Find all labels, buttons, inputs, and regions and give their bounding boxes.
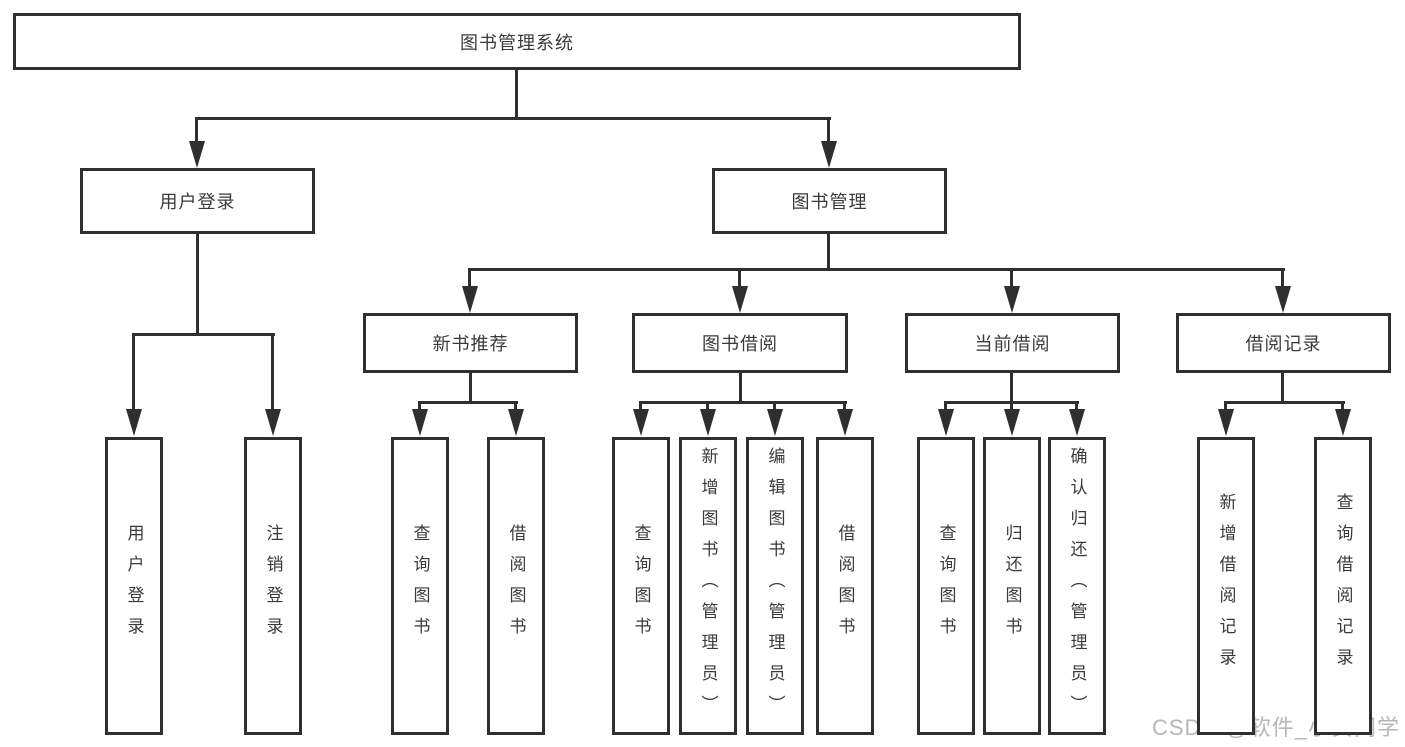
node-user-login-group: 用户登录 [80, 168, 315, 234]
node-borrowing-records: 借阅记录 [1176, 313, 1391, 373]
node-label: 当前借阅 [974, 334, 1051, 354]
arrow-down-icon [265, 409, 281, 436]
node-label: 用户登录 [124, 524, 144, 648]
node-borrow-books-borrowing: 借阅图书 [816, 437, 874, 735]
node-label: 借阅图书 [835, 524, 855, 648]
connector-line [773, 401, 776, 412]
node-label: 确认归还（管理员） [1067, 446, 1087, 726]
connector-line [515, 70, 518, 119]
arrow-down-icon [938, 409, 954, 436]
node-new-book-recommend: 新书推荐 [363, 313, 578, 373]
arrow-down-icon [508, 409, 524, 436]
connector-line [843, 401, 846, 412]
node-confirm-return-admin: 确认归还（管理员） [1048, 437, 1106, 735]
connector-line [1224, 401, 1227, 412]
arrow-down-icon [189, 141, 205, 168]
connector-line [418, 401, 518, 404]
node-add-borrow-record: 新增借阅记录 [1197, 437, 1255, 735]
node-label: 查询借阅记录 [1333, 493, 1353, 679]
arrow-down-icon [837, 409, 853, 436]
arrow-down-icon [1275, 286, 1291, 313]
node-root: 图书管理系统 [13, 13, 1021, 70]
node-label: 查询图书 [410, 524, 430, 648]
connector-line [1341, 401, 1344, 412]
connector-line [469, 373, 472, 404]
connector-line [1010, 401, 1013, 412]
arrow-down-icon [1004, 409, 1020, 436]
node-label: 图书借阅 [702, 334, 778, 354]
connector-line [132, 333, 135, 412]
node-user-login: 用户登录 [105, 437, 163, 735]
connector-line [827, 233, 830, 271]
connector-line [1010, 268, 1013, 289]
node-label: 借阅记录 [1245, 334, 1322, 354]
node-logout: 注销登录 [244, 437, 302, 735]
connector-line [1010, 373, 1013, 404]
arrow-down-icon [1069, 409, 1085, 436]
connector-line [468, 268, 471, 289]
connector-line [1281, 373, 1284, 404]
connector-line [639, 401, 642, 412]
node-label: 查询图书 [936, 524, 956, 648]
node-borrow-books-recommend: 借阅图书 [487, 437, 545, 735]
node-query-books-borrowing: 查询图书 [612, 437, 670, 735]
connector-line [706, 401, 709, 412]
node-label: 图书管理 [791, 192, 868, 212]
node-book-management-group: 图书管理 [712, 168, 947, 234]
arrow-down-icon [633, 409, 649, 436]
node-book-borrowing: 图书借阅 [632, 313, 848, 373]
node-current-borrowing: 当前借阅 [905, 313, 1120, 373]
connector-line [196, 233, 199, 336]
node-label: 归还图书 [1002, 524, 1022, 648]
connector-line [468, 268, 1285, 271]
node-add-books-admin: 新增图书（管理员） [679, 437, 737, 735]
node-edit-books-admin: 编辑图书（管理员） [746, 437, 804, 735]
arrow-down-icon [700, 409, 716, 436]
arrow-down-icon [462, 286, 478, 313]
connector-line [639, 401, 847, 404]
node-label: 新增图书（管理员） [698, 446, 718, 726]
connector-line [1075, 401, 1078, 412]
node-query-borrow-record: 查询借阅记录 [1314, 437, 1372, 735]
connector-line [132, 333, 275, 336]
node-label: 用户登录 [159, 192, 236, 212]
arrow-down-icon [767, 409, 783, 436]
arrow-down-icon [1218, 409, 1234, 436]
connector-line [1224, 401, 1345, 404]
connector-line [827, 117, 830, 143]
node-return-books: 归还图书 [983, 437, 1041, 735]
arrow-down-icon [821, 141, 837, 168]
node-label: 新增借阅记录 [1216, 493, 1236, 679]
node-label: 新书推荐 [432, 334, 509, 354]
connector-line [195, 117, 198, 143]
node-label: 编辑图书（管理员） [765, 446, 785, 726]
arrow-down-icon [412, 409, 428, 436]
node-query-books-current: 查询图书 [917, 437, 975, 735]
connector-line [944, 401, 947, 412]
node-label: 借阅图书 [506, 524, 526, 648]
connector-line [1281, 268, 1284, 289]
node-label: 图书管理系统 [460, 32, 574, 53]
connector-line [739, 373, 742, 404]
connector-line [514, 401, 517, 412]
node-label: 查询图书 [631, 524, 651, 648]
connector-line [271, 333, 274, 412]
arrow-down-icon [732, 286, 748, 313]
arrow-down-icon [126, 409, 142, 436]
connector-line [418, 401, 421, 412]
node-query-books-recommend: 查询图书 [391, 437, 449, 735]
connector-line [738, 268, 741, 289]
connector-line [195, 117, 831, 120]
arrow-down-icon [1335, 409, 1351, 436]
node-label: 注销登录 [263, 524, 283, 648]
arrow-down-icon [1004, 286, 1020, 313]
